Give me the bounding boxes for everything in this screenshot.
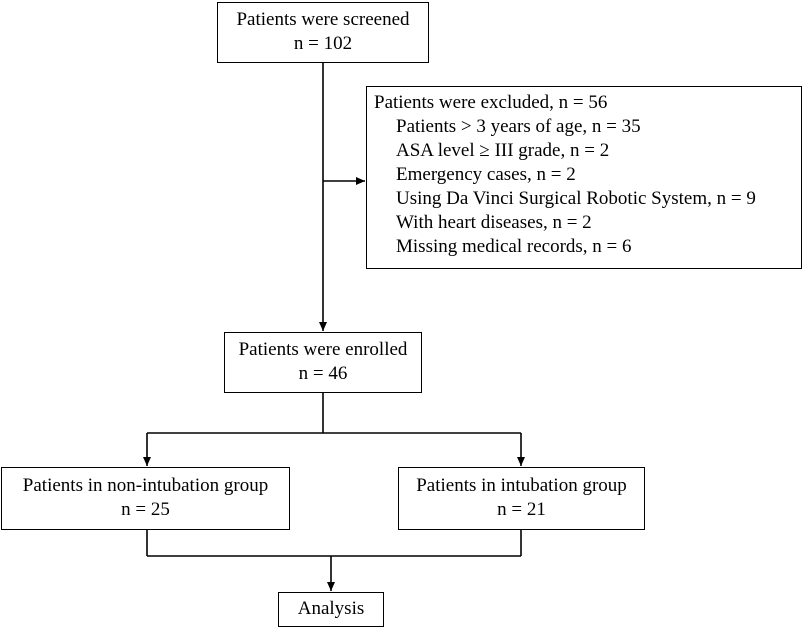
- enrolled-box: Patients were enrolled n = 46: [224, 332, 422, 393]
- analysis-box: Analysis: [278, 592, 384, 627]
- exclusion-reason: Patients > 3 years of age, n = 35: [396, 116, 641, 137]
- intubation-count: n = 21: [497, 499, 546, 520]
- non-intubation-title: Patients in non-intubation group: [22, 475, 269, 496]
- screened-count: n = 102: [293, 33, 353, 54]
- exclusion-reasons-list: Patients > 3 years of age, n = 35 ASA le…: [374, 115, 801, 259]
- excluded-title: Patients were excluded, n = 56: [374, 92, 608, 113]
- enrolled-title: Patients were enrolled: [238, 339, 408, 360]
- screened-title: Patients were screened: [236, 9, 410, 30]
- excluded-box: Patients were excluded, n = 56 Patients …: [366, 86, 802, 269]
- exclusion-reason: With heart diseases, n = 2: [396, 212, 592, 233]
- exclusion-reason: Emergency cases, n = 2: [396, 164, 576, 185]
- enrolled-count: n = 46: [298, 363, 348, 384]
- non-intubation-count: n = 25: [121, 499, 170, 520]
- intubation-group-box: Patients in intubation group n = 21: [398, 467, 645, 530]
- intubation-title: Patients in intubation group: [416, 475, 627, 496]
- analysis-title: Analysis: [297, 598, 365, 619]
- screened-box: Patients were screened n = 102: [217, 2, 429, 63]
- exclusion-reason: Missing medical records, n = 6: [396, 236, 632, 257]
- non-intubation-group-box: Patients in non-intubation group n = 25: [1, 467, 290, 530]
- exclusion-reason: Using Da Vinci Surgical Robotic System, …: [396, 188, 756, 209]
- exclusion-reason: ASA level ≥ III grade, n = 2: [396, 140, 610, 161]
